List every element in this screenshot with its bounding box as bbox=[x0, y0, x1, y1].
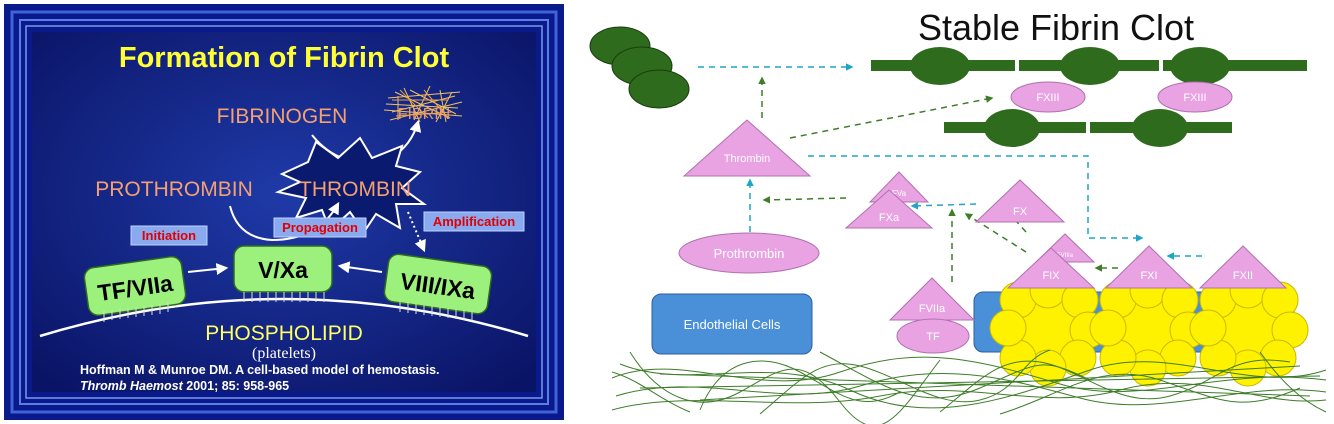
slide-frame-line-3 bbox=[25, 25, 543, 399]
amplification-dotted-arrow bbox=[407, 211, 426, 253]
tf-oval bbox=[896, 318, 970, 354]
amplification-label: Amplification bbox=[433, 214, 515, 229]
tf-to-vxa-arrow bbox=[187, 263, 229, 275]
slide-title: Formation of Fibrin Clot bbox=[119, 42, 450, 74]
right-diagram: Stable Fibrin Clot FXIII FXIII bbox=[589, 7, 1327, 424]
fviia-label: FVIIa bbox=[919, 303, 946, 315]
prothrombin-oval bbox=[678, 232, 820, 274]
fix-to-fx-arrow bbox=[964, 213, 1027, 253]
collagen-fibers bbox=[611, 349, 1327, 424]
fx-triangle bbox=[974, 179, 1066, 223]
viii-ixa-anchors bbox=[399, 302, 473, 321]
arrow-layer bbox=[698, 63, 1202, 282]
v-xa-box bbox=[233, 245, 333, 293]
fva-label: FVa bbox=[892, 189, 907, 198]
thrombin-label: THROMBIN bbox=[299, 178, 411, 201]
fibrin-node-1 bbox=[910, 47, 970, 85]
fxiii-label-1: FXIII bbox=[1036, 92, 1059, 104]
slide-frame-line-1 bbox=[10, 10, 558, 414]
fxa-label: FXa bbox=[879, 212, 900, 224]
initiation-label: Initiation bbox=[142, 228, 196, 243]
fibrin-node-5 bbox=[1132, 109, 1188, 147]
fxa-triangle bbox=[844, 189, 934, 229]
fibrinogen-oval-3 bbox=[628, 69, 690, 109]
tf-viia-box bbox=[83, 255, 187, 317]
platelet-3 bbox=[1189, 271, 1309, 387]
fibrin-node-3 bbox=[1170, 47, 1230, 85]
fibrin-label: FIBRIN bbox=[398, 106, 450, 123]
slide-frame-line-2 bbox=[19, 19, 549, 405]
citation-line-2: Thromb Haemost 2001; 85: 958-965 bbox=[80, 379, 289, 393]
left-slide: Formation of Fibrin Clot FIBRIN FIBRINOG… bbox=[4, 4, 564, 420]
fxi-label: FXI bbox=[1140, 270, 1157, 282]
fix-triangle bbox=[1006, 247, 1096, 289]
citation-rest: 2001; 85: 958-965 bbox=[183, 379, 289, 393]
viii-to-vxa-arrow bbox=[337, 261, 383, 274]
fibrinogen-label: FIBRINOGEN bbox=[217, 105, 348, 128]
fibrin-node-2 bbox=[1060, 47, 1120, 85]
platelet-cluster bbox=[989, 271, 1309, 387]
thrombin-burst bbox=[274, 136, 428, 234]
platelets-label: (platelets) bbox=[252, 345, 316, 362]
fibrin-node-4 bbox=[984, 109, 1040, 147]
fibrin-mesh-icon bbox=[383, 85, 463, 123]
fviiia-label: FVIIIa bbox=[1057, 253, 1074, 259]
propagation-box bbox=[273, 217, 367, 238]
v-xa-anchors bbox=[243, 292, 325, 302]
amplification-box bbox=[423, 211, 525, 232]
endothelial-cells-label: Endothelial Cells bbox=[684, 317, 781, 332]
phospholipid-label: PHOSPHOLIPID bbox=[205, 322, 363, 345]
thrombin-label-right: Thrombin bbox=[724, 153, 770, 165]
fx-label: FX bbox=[1013, 206, 1028, 218]
platelet-2 bbox=[1089, 271, 1207, 387]
fxiii-label-2: FXIII bbox=[1183, 92, 1206, 104]
thrombin-to-fxiii-arrow bbox=[789, 95, 994, 139]
thrombin-to-fxi-arrow bbox=[808, 155, 1144, 242]
fibrin-strands bbox=[871, 47, 1307, 147]
prothrombin-label-right: Prothrombin bbox=[714, 246, 785, 261]
stable-fibrin-clot-title: Stable Fibrin Clot bbox=[918, 7, 1194, 48]
fix-label: FIX bbox=[1042, 270, 1060, 282]
fibrinogen-cluster bbox=[589, 26, 690, 109]
citation-journal: Thromb Haemost bbox=[80, 379, 184, 393]
fx-to-fxa-arrow bbox=[910, 202, 977, 210]
fxiii-oval-2 bbox=[1157, 81, 1233, 113]
viii-ixa-box bbox=[383, 253, 493, 315]
fxii-label: FXII bbox=[1233, 270, 1253, 282]
fibrin-bar-3 bbox=[1163, 60, 1307, 71]
prothrombin-label: PROTHROMBIN bbox=[95, 178, 253, 201]
fxiii-oval-1 bbox=[1010, 81, 1086, 113]
tf-label: TF bbox=[926, 331, 940, 343]
fxi-triangle bbox=[1104, 245, 1194, 289]
endothelial-cells-box bbox=[651, 293, 813, 355]
tf-viia-anchors bbox=[103, 302, 169, 322]
initiation-box bbox=[130, 225, 208, 246]
fxii-triangle bbox=[1198, 245, 1288, 289]
citation-line-1: Hoffman M & Munroe DM. A cell-based mode… bbox=[80, 363, 440, 377]
v-xa-label: V/Xa bbox=[258, 257, 308, 283]
propagation-label: Propagation bbox=[282, 220, 358, 235]
fxa-to-prothrombin-arrow bbox=[762, 196, 847, 204]
thrombin-triangle bbox=[682, 119, 812, 177]
